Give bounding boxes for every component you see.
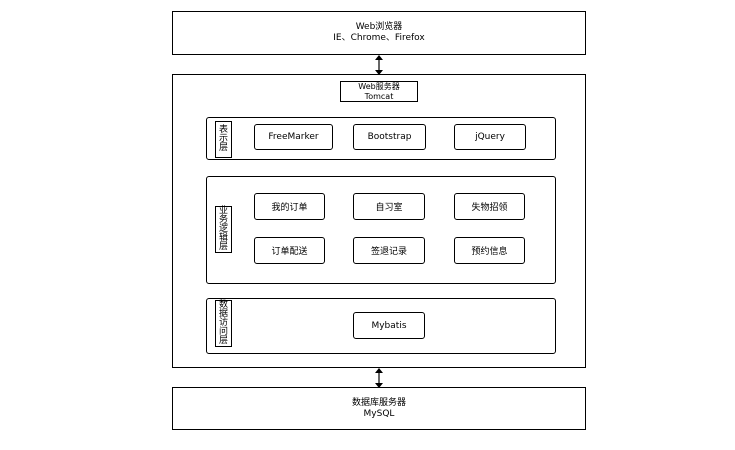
component-label: 签退记录 — [370, 247, 407, 257]
component-label: Bootstrap — [367, 132, 412, 142]
web-server-title: Web服务器 — [358, 81, 400, 91]
component-jquery: jQuery — [454, 124, 526, 150]
double-arrow-browser-server — [375, 55, 383, 75]
business-layer-label: 业务逻辑层 — [219, 206, 229, 252]
web-server-subtitle: Tomcat — [364, 91, 394, 101]
browser-subtitle: IE、Chrome、Firefox — [333, 33, 425, 43]
db-server-title: 数据库服务器 — [351, 397, 406, 408]
presentation-layer-label: 表示层 — [219, 125, 229, 153]
browser-title: Web浏览器 — [355, 22, 403, 32]
component-freemarker: FreeMarker — [254, 124, 333, 150]
data-access-layer-label: 数据访问层 — [219, 300, 229, 346]
component-reservation-info: 预约信息 — [454, 237, 525, 264]
component-lost-found: 失物招领 — [454, 193, 525, 220]
component-label: FreeMarker — [268, 132, 319, 142]
component-label: 失物招领 — [471, 203, 508, 213]
component-label: 预约信息 — [471, 247, 508, 257]
web-server-label: Web服务器 Tomcat — [340, 81, 418, 102]
business-layer-label-box: 业务逻辑层 — [215, 206, 232, 253]
component-study-room: 自习室 — [353, 193, 425, 220]
component-mybatis: Mybatis — [353, 312, 425, 339]
component-label: 订单配送 — [271, 247, 308, 257]
data-access-layer-label-box: 数据访问层 — [215, 300, 232, 347]
db-server-box: 数据库服务器 MySQL — [172, 387, 586, 430]
double-arrow-server-db — [375, 368, 383, 388]
component-checkout-records: 签退记录 — [353, 237, 425, 264]
browser-box: Web浏览器 IE、Chrome、Firefox — [172, 11, 586, 55]
db-server-subtitle: MySQL — [363, 408, 395, 419]
component-my-orders: 我的订单 — [254, 193, 325, 220]
component-label: 自习室 — [375, 203, 403, 213]
component-label: 我的订单 — [271, 203, 308, 213]
component-bootstrap: Bootstrap — [353, 124, 426, 150]
component-order-delivery: 订单配送 — [254, 237, 325, 264]
presentation-layer-label-box: 表示层 — [215, 121, 232, 158]
component-label: jQuery — [475, 132, 505, 142]
component-label: Mybatis — [371, 320, 407, 331]
